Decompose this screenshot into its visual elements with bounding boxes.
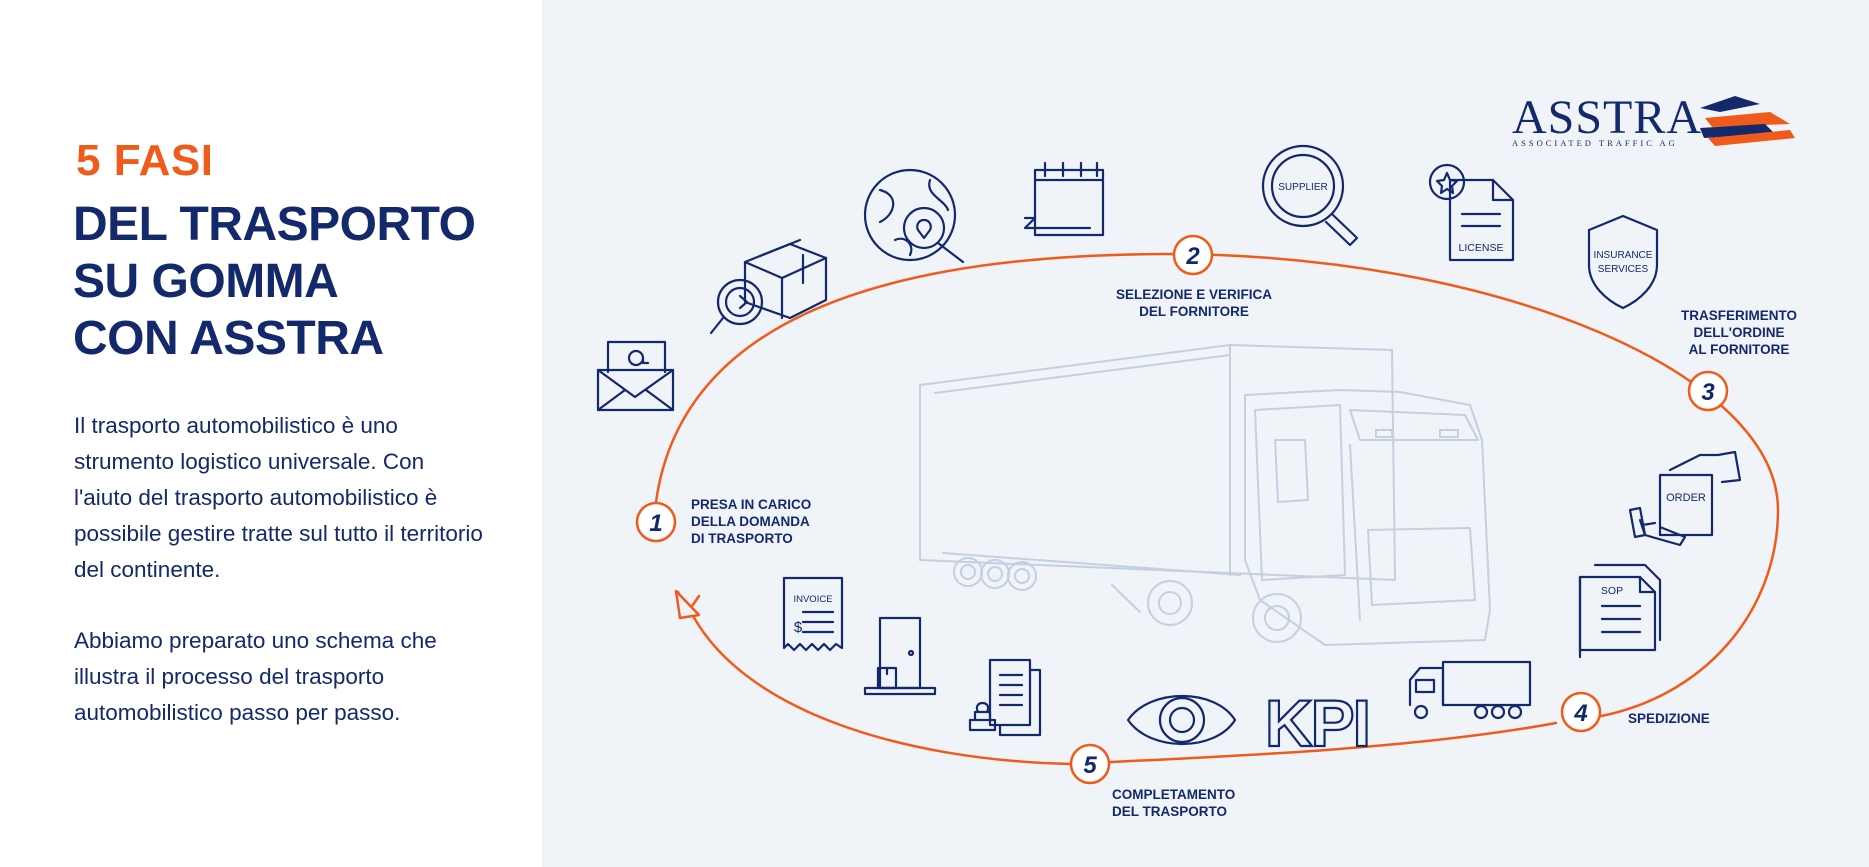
step-1-label-line: DELLA DOMANDA [691,514,810,529]
diagram-panel [542,0,1869,867]
step-4-marker [1560,691,1602,733]
process-cycle-path [654,252,1780,766]
step-2-marker [1172,234,1214,276]
step-5-label-line: DEL TRASPORTO [1112,804,1228,819]
logo-name: ASSTRA [1512,91,1702,144]
order-label: ORDER [1666,492,1706,504]
step-2-label-line: SELEZIONE E VERIFICA [1116,287,1273,302]
logo-tagline: ASSOCIATED TRAFFIC AG [1512,138,1678,148]
insurance-label-1: INSURANCE [1594,250,1653,261]
step-2-label: SELEZIONE E VERIFICA DEL FORNITORE [1116,286,1272,320]
step-3-label-line: TRASFERIMENTO [1680,308,1797,323]
step-1-label-line: DI TRASPORTO [691,531,793,546]
step-1-marker [635,501,677,543]
step-3-label-line: AL FORNITORE [1688,342,1790,357]
step-5-label-line: COMPLETAMENTO [1112,787,1236,802]
step-5-marker [1069,743,1111,785]
step-1-label-line: PRESA IN CARICO [691,497,812,512]
globe-search-icon [863,168,965,264]
order-handover-icon [1628,450,1742,547]
scheme-paragraph: Abbiamo preparato uno schema che illustr… [74,628,437,725]
title-line: DEL TRASPORTO [73,198,476,251]
delivery-truck-icon [1408,660,1532,720]
license-label: LICENSE [1459,242,1504,254]
license-document-icon [1428,163,1515,262]
step-4-label: SPEDIZIONE [1628,710,1710,727]
envelope-icon [596,340,675,412]
asstra-logo-mark [1700,96,1795,146]
truck-illustration [919,344,1491,646]
kpi-icon: KPI [1265,686,1369,760]
stamped-documents-icon [968,658,1042,737]
step-2-label-line: DEL FORNITORE [1139,304,1249,319]
left-text-panel: 5 FASI DEL TRASPORTO SU GOMMA CON ASSTRA… [0,0,542,867]
intro-paragraph: Il trasporto automobilistico è uno strum… [74,413,483,582]
step-markers [635,234,1729,785]
calendar-icon [1023,161,1105,237]
step-1-label: PRESA IN CARICO DELLA DOMANDA DI TRASPOR… [691,496,811,547]
step-5-number: 5 [1083,752,1097,779]
step-5-label: COMPLETAMENTO DEL TRASPORTO [1112,786,1235,820]
asstra-logo: ASSTRA ASSOCIATED TRAFFIC AG [1512,91,1702,148]
step-3-label-line: DELL'ORDINE [1693,325,1785,340]
page-title: DEL TRASPORTO SU GOMMA CON ASSTRA [73,196,476,367]
supplier-label: SUPPLIER [1278,182,1327,193]
title-line: CON ASSTRA [73,312,384,365]
sop-label: SOP [1601,585,1623,597]
eye-icon [1126,694,1237,746]
insurance-shield-icon [1587,214,1659,310]
sop-document-icon [1578,563,1662,659]
insurance-label-2: SERVICES [1598,264,1649,275]
step-3-number: 3 [1701,379,1715,406]
title-line: SU GOMMA [73,255,339,308]
step-3-label: TRASFERIMENTO DELL'ORDINE AL FORNITORE [1679,307,1799,358]
invoice-icon [782,576,844,652]
step-1-number: 1 [649,510,662,537]
invoice-label: INVOICE [793,594,832,605]
package-search-icon [709,238,828,335]
title-highlight: 5 FASI [76,136,214,185]
warehouse-door-icon [863,616,937,696]
step-2-number: 2 [1185,243,1200,270]
step-3-marker [1687,370,1729,412]
step-4-label-line: SPEDIZIONE [1628,711,1710,726]
supplier-search-icon [1261,144,1359,247]
step-4-number: 4 [1573,700,1587,727]
invoice-dollar: $ [794,619,803,636]
